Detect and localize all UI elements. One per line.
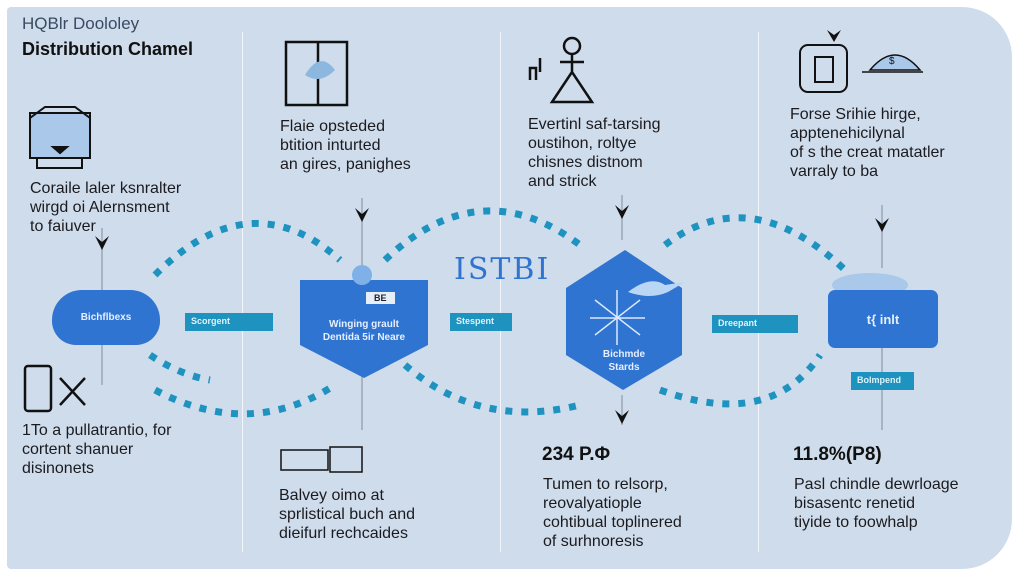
box-icon [29,106,91,169]
gear-icon [352,265,372,285]
connector-label: Dreepant [712,315,798,333]
bird-icon [628,281,685,296]
header-subtitle: HQBlr Doololey [22,14,140,33]
arrow-down-icon [615,205,629,219]
arrow-down-icon [95,236,109,250]
money-dome-icon: $ [862,54,923,73]
shield-node [300,280,428,378]
window-leaf-icon [284,40,349,107]
connector-label: Stespent [450,313,512,331]
document-icon [280,446,363,473]
compass-star-icon [590,290,645,345]
camera-icon [799,44,848,93]
rounded-node[interactable]: t{ inlt [828,290,938,348]
dashed-arc [662,214,848,273]
column-divider [242,32,243,552]
column-divider [758,32,759,552]
dashed-arc [658,353,823,408]
arrow-down-icon [355,208,369,222]
stat-value: 11.8%(P8) [793,444,882,465]
dashed-arc [402,362,581,416]
node-tag: BE [366,292,395,304]
dashed-arc [148,352,211,384]
phone-x-icon [23,364,86,413]
svg-text:$: $ [889,56,895,67]
header-title: Distribution Chamel [22,39,194,59]
arrow-down-icon [827,30,841,42]
cloud-node[interactable]: Bichflbexs [52,290,160,345]
logo-text: ISTBI [454,252,551,287]
stat-value: 234 P.Φ [542,444,611,465]
column-divider [500,32,501,552]
arrow-down-icons [95,30,889,424]
dashed-arc [152,219,343,278]
arrow-down-icon [875,218,889,232]
arrow-down-icon [615,410,629,424]
person-icon [528,36,595,104]
connector-label: Scorgent [185,313,273,331]
dashed-arc [153,382,337,418]
node-tag: Bolmpend [851,372,914,390]
